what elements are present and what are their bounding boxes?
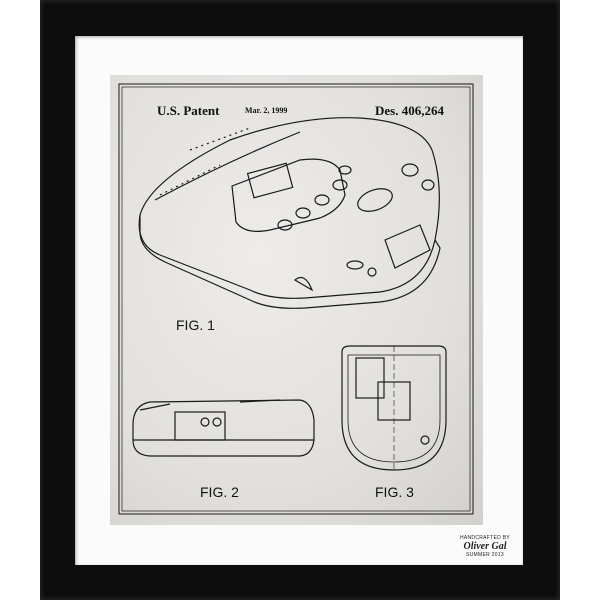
patent-title: U.S. Patent (157, 103, 220, 118)
fig2-label: FIG. 2 (200, 484, 239, 500)
fig1-drawing (138, 117, 441, 309)
fig1-label: FIG. 1 (176, 317, 215, 333)
signature-name: Oliver Gal (463, 541, 507, 552)
fig3-drawing (341, 345, 447, 471)
patent-number: Des. 406,264 (375, 103, 444, 118)
patent-paper (110, 75, 483, 525)
inner-border-line (121, 86, 471, 512)
signature-line-1: HANDCRAFTED BY (459, 535, 511, 541)
artist-signature: HANDCRAFTED BY Oliver Gal SUMMER 2013 (455, 536, 515, 558)
signature-line-3: SUMMER 2013 (465, 552, 505, 558)
fig3-label: FIG. 3 (375, 484, 414, 500)
fig2-drawing (132, 399, 315, 457)
outer-border-line (118, 83, 474, 515)
patent-date: Mar. 2, 1999 (245, 106, 288, 115)
